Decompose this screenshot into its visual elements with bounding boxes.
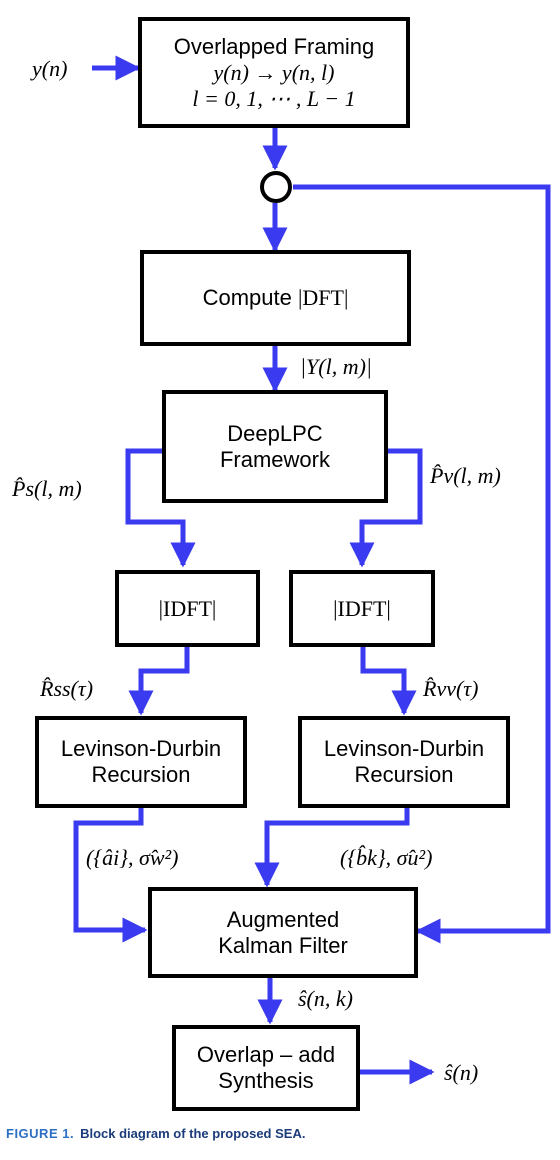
ld-left-line1: Levinson-Durbin bbox=[60, 736, 222, 761]
dft-prefix: Compute bbox=[202, 285, 298, 310]
arrow-rss bbox=[128, 647, 190, 716]
ola-line1: Overlap – add bbox=[196, 1042, 336, 1067]
summing-junction bbox=[260, 171, 292, 203]
compute-dft-block: Compute |DFT| bbox=[140, 250, 411, 346]
deeplpc-line1: DeepLPC bbox=[227, 420, 323, 446]
idft-right-label: |IDFT| bbox=[333, 595, 391, 621]
framing-index-range: l = 0, 1, ⋯ , L − 1 bbox=[192, 85, 356, 111]
framing-title: Overlapped Framing bbox=[173, 33, 375, 59]
kalman-line2: Kalman Filter bbox=[218, 932, 348, 958]
ola-line2: Synthesis bbox=[218, 1068, 314, 1093]
idft-right-block: |IDFT| bbox=[289, 570, 435, 647]
idft-left-label: |IDFT| bbox=[158, 595, 217, 621]
label-input-signal: y(n) bbox=[32, 56, 68, 81]
ld-right-line2: Recursion bbox=[354, 762, 454, 787]
label-dft-magnitude: |Y(l, m)| bbox=[300, 354, 372, 379]
label-speech-lpc-params: ({âi}, σ̂w²) bbox=[86, 845, 179, 870]
overlap-add-synthesis-block: Overlap – add Synthesis bbox=[172, 1025, 360, 1111]
levinson-durbin-left-block: Levinson-Durbin Recursion bbox=[35, 716, 247, 808]
label-speech-autocorrelation: R̂ss(τ) bbox=[40, 676, 94, 701]
idft-left-block: |IDFT| bbox=[115, 570, 260, 647]
arrow-pv bbox=[349, 448, 423, 568]
label-noise-psd: P̂v(l, m) bbox=[430, 463, 501, 488]
arrow-ps bbox=[125, 448, 196, 568]
kalman-line1: Augmented bbox=[226, 906, 340, 932]
figure-caption-text: Block diagram of the proposed SEA. bbox=[80, 1126, 306, 1141]
figure-caption: FIGURE 1. Block diagram of the proposed S… bbox=[6, 1126, 305, 1141]
figure-label: FIGURE 1. bbox=[6, 1126, 75, 1141]
label-output-signal: ŝ(n) bbox=[444, 1060, 479, 1085]
label-speech-psd: P̂s(l, m) bbox=[12, 476, 82, 501]
arrow-bk bbox=[254, 808, 410, 888]
ld-right-line1: Levinson-Durbin bbox=[323, 736, 485, 761]
dft-math: |DFT| bbox=[298, 285, 349, 310]
framing-mapping: y(n) → y(n, l) bbox=[213, 59, 335, 85]
arrow-feedback bbox=[293, 184, 551, 944]
deeplpc-line2: Framework bbox=[219, 446, 330, 472]
augmented-kalman-filter-block: Augmented Kalman Filter bbox=[148, 887, 418, 978]
label-noise-lpc-params: ({b̂k}, σ̂u²) bbox=[340, 845, 433, 870]
overlapped-framing-block: Overlapped Framing y(n) → y(n, l) l = 0,… bbox=[138, 17, 410, 128]
arrow-ai bbox=[73, 808, 148, 943]
ld-left-line2: Recursion bbox=[91, 762, 191, 787]
label-frame-estimate: ŝ(n, k) bbox=[298, 986, 353, 1011]
deeplpc-framework-block: DeepLPC Framework bbox=[162, 390, 388, 503]
arrow-rvv bbox=[360, 647, 417, 716]
label-noise-autocorrelation: R̂vv(τ) bbox=[423, 676, 479, 701]
levinson-durbin-right-block: Levinson-Durbin Recursion bbox=[298, 716, 510, 808]
